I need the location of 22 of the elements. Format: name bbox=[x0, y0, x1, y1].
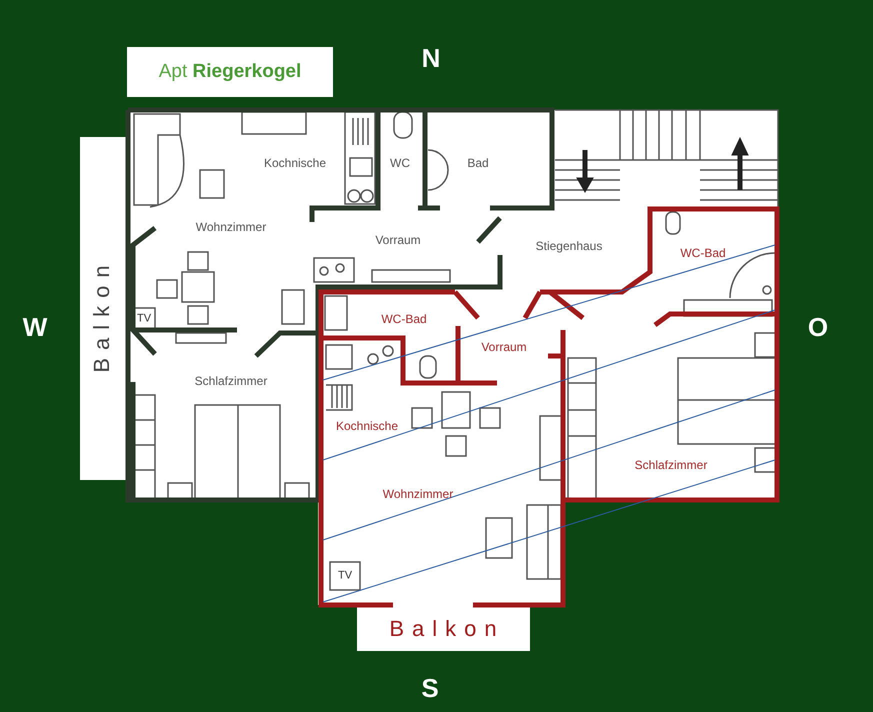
room-label: Wohnzimmer bbox=[382, 488, 454, 500]
title: Apt Riegerkogel bbox=[127, 47, 333, 97]
tv-label: TV bbox=[338, 570, 352, 582]
room-label: Vorraum bbox=[481, 341, 527, 353]
room-label: Bad bbox=[467, 157, 489, 169]
room-label: Stiegenhaus bbox=[536, 240, 602, 252]
room-label: WC-Bad bbox=[680, 247, 726, 259]
compass-letter: O bbox=[808, 314, 828, 340]
balcony-label: Balkon bbox=[389, 618, 505, 640]
room-label: Schlafzimmer bbox=[194, 375, 268, 387]
room-label: Wohnzimmer bbox=[196, 221, 266, 233]
balcony-label: Balkon bbox=[91, 257, 113, 373]
room-label: WC-Bad bbox=[381, 313, 427, 325]
room-label: WC bbox=[390, 157, 410, 169]
room-label: Kochnische bbox=[264, 157, 326, 169]
room-label: Kochnische bbox=[336, 420, 398, 432]
compass-letter: N bbox=[422, 45, 440, 71]
room-label: Vorraum bbox=[375, 234, 421, 246]
compass-letter: W bbox=[22, 314, 48, 340]
room-label: Schlafzimmer bbox=[634, 459, 708, 471]
compass-letter: S bbox=[421, 675, 439, 701]
tv-label: TV bbox=[136, 314, 152, 324]
